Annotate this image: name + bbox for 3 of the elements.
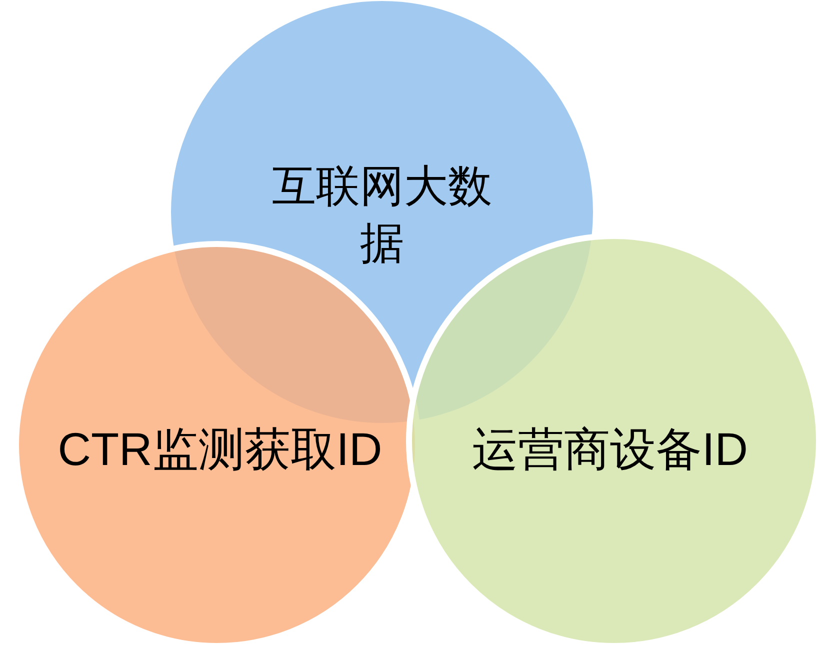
circle-label: 互联网大数据 (271, 160, 493, 270)
circle-label: CTR监测获取ID (56, 422, 384, 478)
circle-label: 运营商设备ID (471, 422, 749, 478)
